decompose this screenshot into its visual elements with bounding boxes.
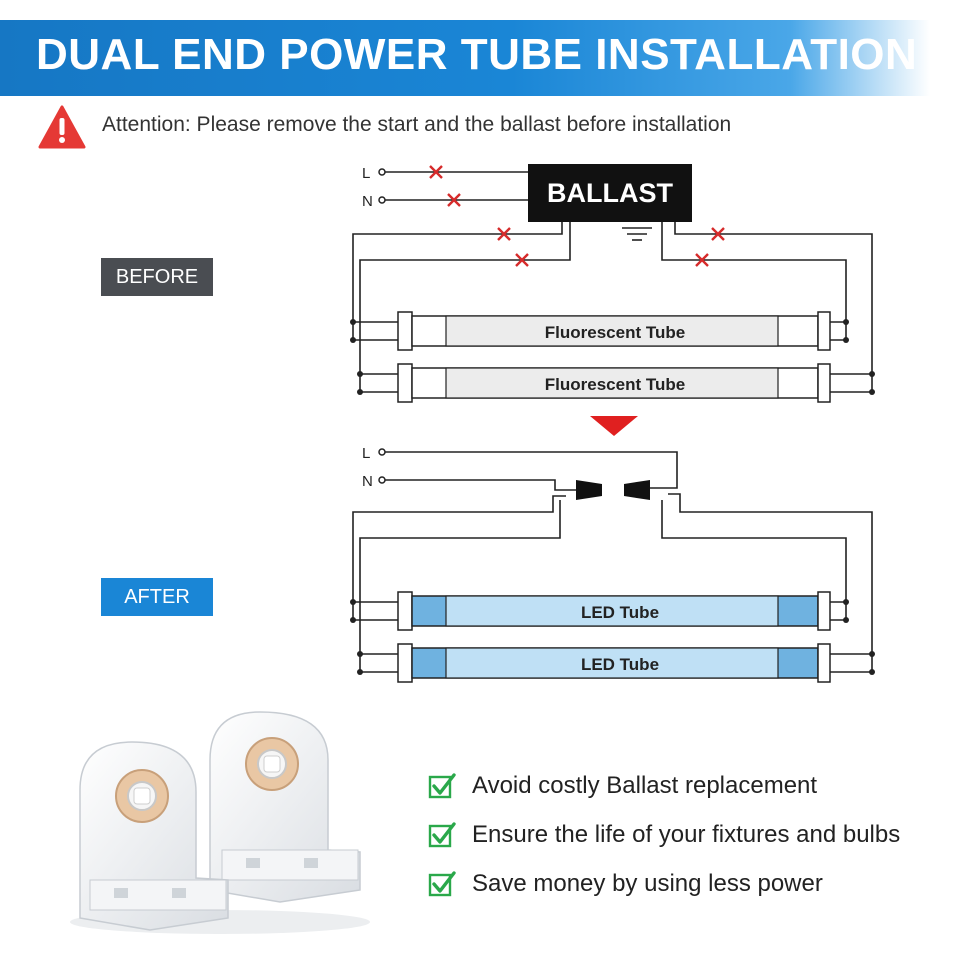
after-neutral-terminal: [378, 476, 386, 484]
page-title: DUAL END POWER TUBE INSTALLATION: [36, 30, 918, 79]
led-tube-2: LED Tube: [397, 643, 831, 683]
tube-holder-illustration: [70, 711, 370, 934]
after-line-label: L: [362, 445, 370, 462]
before-wiring: [352, 171, 873, 393]
fluorescent-tube-1: Fluorescent Tube: [397, 311, 831, 351]
wire-connector-right-icon: [624, 480, 650, 500]
benefit-text: Ensure the life of your fixtures and bul…: [472, 821, 901, 848]
checkbox-check-icon: [428, 871, 456, 897]
fluorescent-tube-2-label: Fluorescent Tube: [545, 375, 685, 394]
led-tube-1-label: LED Tube: [581, 603, 659, 622]
benefit-text: Avoid costly Ballast replacement: [472, 772, 818, 799]
after-neutral-label: N: [362, 473, 373, 490]
neutral-terminal: [378, 196, 386, 204]
benefit-text: Save money by using less power: [472, 870, 823, 897]
led-tube-2-label: LED Tube: [581, 655, 659, 674]
attention-text: Attention: Please remove the start and t…: [102, 113, 732, 136]
checkbox-check-icon: [428, 822, 456, 848]
wire-connector-left-icon: [576, 480, 602, 500]
fluorescent-tube-1-label: Fluorescent Tube: [545, 323, 685, 342]
after-wiring: [352, 451, 873, 673]
led-tube-1: LED Tube: [397, 591, 831, 631]
ballast-box: [528, 164, 692, 222]
before-line-label: L: [362, 165, 370, 182]
warning-triangle-icon: [38, 105, 86, 149]
after-junctions: [350, 599, 875, 675]
before-junctions: [350, 319, 875, 395]
wiring-diagram: L N BALLAST Fluorescent Tube Fluorescent…: [350, 164, 875, 683]
cut-marks: [429, 165, 725, 267]
down-arrow-icon: [590, 416, 638, 436]
before-label: BEFORE: [101, 258, 213, 296]
title-banner: [0, 20, 930, 96]
before-neutral-label: N: [362, 193, 373, 210]
after-label: AFTER: [101, 578, 213, 616]
checkbox-check-icon: [428, 773, 456, 799]
tube-holder-back: [209, 711, 361, 903]
line-terminal: [378, 168, 386, 176]
after-line-terminal: [378, 448, 386, 456]
tube-holder-front: [79, 741, 229, 931]
ballast-label: BALLAST: [547, 178, 673, 208]
fluorescent-tube-2: Fluorescent Tube: [397, 363, 831, 403]
